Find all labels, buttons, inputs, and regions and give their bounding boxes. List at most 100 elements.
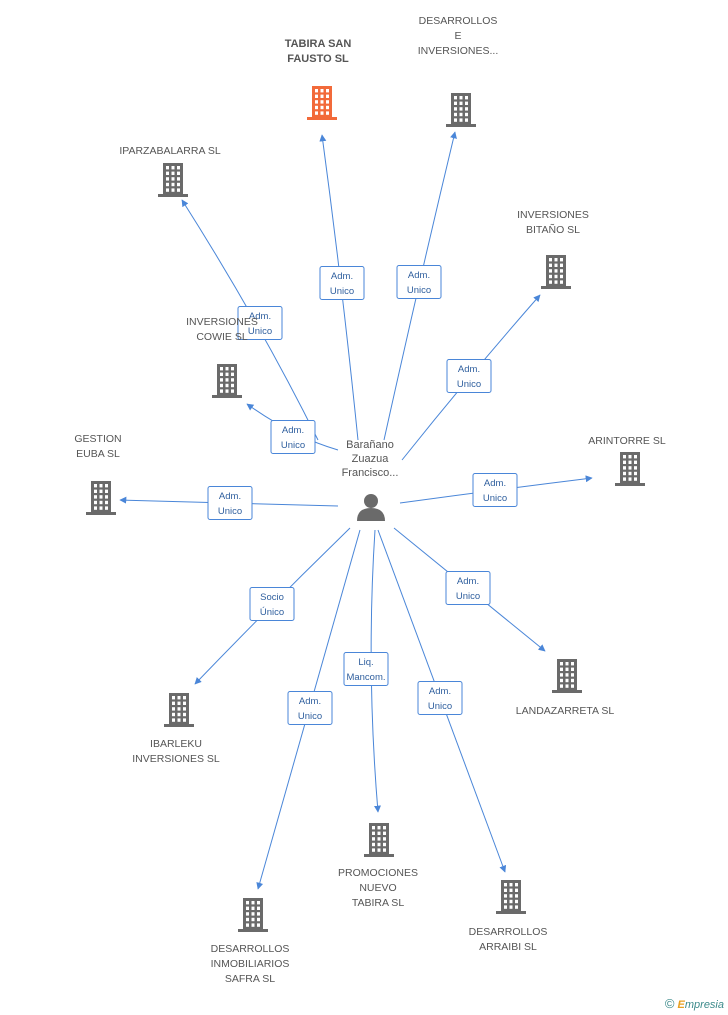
edges-layer: Adm.UnicoAdm.UnicoAdm.UnicoAdm.UnicoAdm.… (119, 131, 593, 890)
node-label-line: BITAÑO SL (526, 223, 580, 236)
role-badge-text: Liq. (358, 657, 373, 668)
role-badge[interactable]: Adm. Unico (446, 359, 492, 393)
company-name[interactable]: ARINTORRE SL (588, 435, 666, 447)
role-badge-text: Unico (483, 493, 507, 504)
node-label-line: NUEVO (359, 882, 396, 894)
role-badge-box (287, 691, 333, 725)
node-label-line: DESARROLLOS (211, 943, 290, 955)
company-name[interactable]: IPARZABALARRA SL (119, 145, 221, 157)
role-badge-box (445, 571, 491, 605)
role-badge-text: Unico (218, 506, 242, 517)
role-badge-text: Unico (456, 591, 480, 602)
role-badge-box (249, 587, 295, 621)
role-badge[interactable]: Adm.Unico (270, 420, 316, 454)
role-badge-text: Unico (248, 326, 272, 337)
role-badge-text: Adm. (331, 271, 353, 282)
company-name[interactable]: DESARROLLOS E INVERSIONES... (418, 15, 499, 57)
company-node-cowie[interactable]: INVERSIONES COWIE SL (186, 316, 258, 398)
building-icon (446, 93, 476, 127)
role-badge-text: Unico (428, 701, 452, 712)
role-badge-text: Socio (260, 592, 284, 603)
role-badge[interactable]: Adm. Unico (207, 486, 253, 520)
center-person[interactable]: BarañanoZuazuaFrancisco... (342, 439, 399, 521)
role-badge[interactable]: Adm.Unico (319, 266, 365, 300)
node-label-line: SAFRA SL (225, 973, 275, 985)
company-name[interactable]: LANDAZARRETA SL (516, 705, 615, 717)
role-badge[interactable]: Adm.Unico (237, 306, 283, 340)
role-badge-box (396, 265, 442, 299)
role-badge-text: Unico (407, 285, 431, 296)
node-label-line: E (454, 30, 461, 42)
role-badge-text: Adm. (458, 364, 480, 375)
role-badge[interactable]: Adm. Unico (396, 265, 442, 299)
building-icon (552, 659, 582, 693)
role-badge-box (237, 306, 283, 340)
company-node-iparzabalarra[interactable]: IPARZABALARRA SL (119, 145, 221, 197)
role-badge-box (207, 486, 253, 520)
edge-arraibi: Adm. Unico (377, 529, 507, 873)
company-node-arintorre[interactable]: ARINTORRE SL (588, 435, 666, 486)
node-label-line: DESARROLLOS (419, 15, 498, 27)
building-icon (541, 255, 571, 289)
role-badge-text: Adm. (219, 491, 241, 502)
edge-gestion_euba: Adm. Unico (119, 486, 339, 520)
empresia-watermark: © Empresia (665, 996, 724, 1011)
role-badge-text: Unico (281, 440, 305, 451)
copyright-icon: © (664, 996, 675, 1011)
edge-iparzabalarra: Adm.Unico (181, 199, 319, 441)
role-badge-text: Adm. (408, 270, 430, 281)
company-node-gestion_euba[interactable]: GESTION EUBA SL (74, 433, 122, 515)
company-node-desarrollos_inversiones[interactable]: DESARROLLOS E INVERSIONES... (418, 15, 499, 127)
brand-initial: E (677, 999, 685, 1011)
node-label-line: INVERSIONES (186, 316, 258, 328)
company-name[interactable]: GESTION EUBA SL (74, 433, 121, 460)
edge-landazarreta: Adm. Unico (393, 527, 546, 652)
building-icon (496, 880, 526, 914)
node-label-line: INVERSIONES... (418, 45, 499, 57)
role-badge-box (343, 652, 389, 686)
company-name[interactable]: TABIRA SAN FAUSTO SL (285, 38, 352, 65)
building-icon (212, 364, 242, 398)
node-label-line: GESTION (74, 433, 121, 445)
person-name-line: Francisco... (342, 467, 399, 479)
building-icon (615, 452, 645, 486)
company-node-tabira[interactable]: TABIRA SAN FAUSTO SL (285, 38, 352, 120)
role-badge-box (446, 359, 492, 393)
role-badge[interactable]: Liq.Mancom. (343, 652, 389, 686)
building-icon (86, 481, 116, 515)
role-badge-text: Adm. (429, 686, 451, 697)
role-badge[interactable]: Adm. Unico (445, 571, 491, 605)
role-badge-box (319, 266, 365, 300)
person-icon (357, 494, 385, 521)
node-label-line: EUBA SL (76, 448, 120, 460)
building-icon (158, 163, 188, 197)
node-label-line: COWIE SL (196, 331, 248, 343)
edge-tabira: Adm.Unico (319, 134, 365, 441)
company-name[interactable]: INVERSIONES COWIE SL (186, 316, 258, 343)
role-badge-text: Único (260, 607, 284, 618)
role-badge[interactable]: Adm. Unico (417, 681, 463, 715)
edge-desarrollos_inversiones: Adm. Unico (383, 131, 457, 441)
role-badge-box (417, 681, 463, 715)
node-label-line: TABIRA SAN (285, 38, 352, 50)
company-node-landazarreta[interactable]: LANDAZARRETA SL (516, 659, 615, 717)
role-badge-text: Unico (457, 379, 481, 390)
node-label-line: FAUSTO SL (287, 53, 349, 65)
role-badge[interactable]: Adm.Unico (287, 691, 333, 725)
role-badge[interactable]: Adm.Unico (472, 473, 518, 507)
node-label-line: INVERSIONES SL (132, 753, 220, 765)
role-badge-text: Adm. (457, 576, 479, 587)
